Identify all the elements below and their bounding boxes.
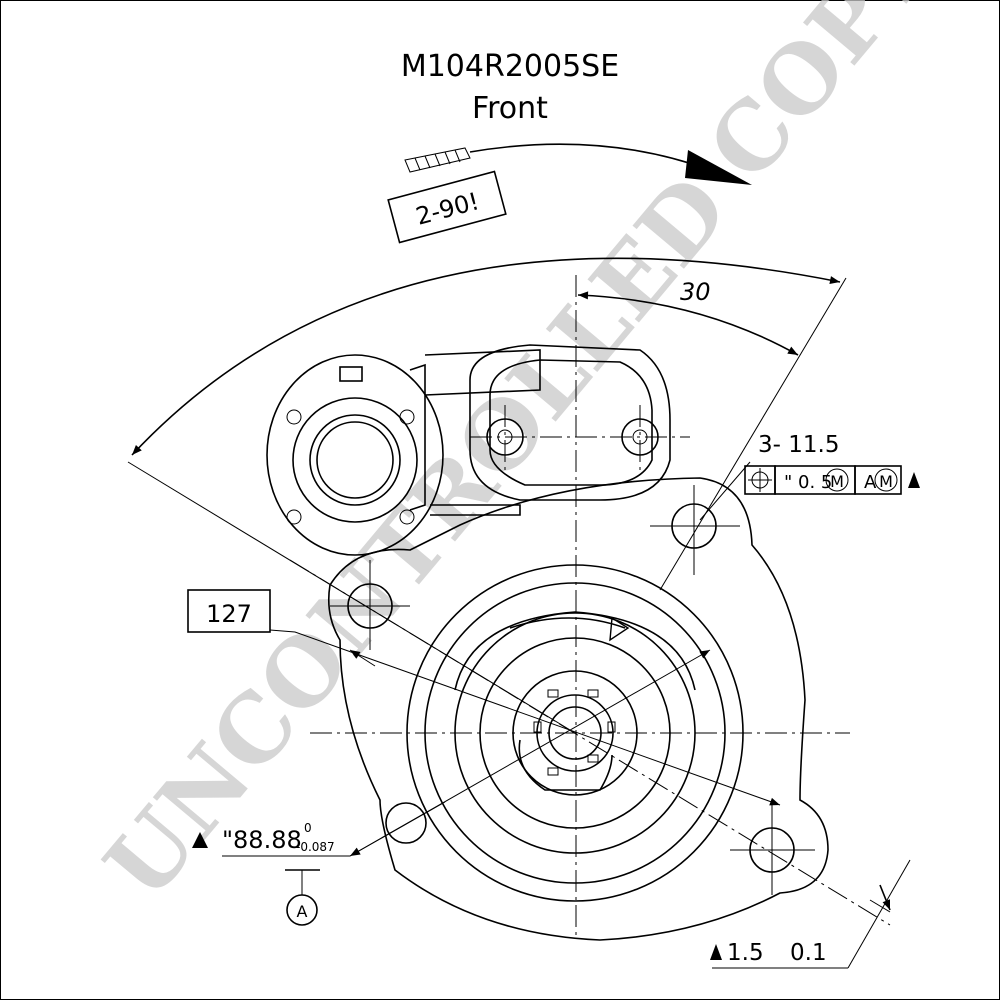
pilot-tol-upper: 0 xyxy=(304,821,312,835)
pilot-dia-text: "88.88 xyxy=(222,826,302,854)
angle-box-text: 2-90! xyxy=(413,187,482,231)
pilot-tol-lower: -0.087 xyxy=(296,840,335,854)
watermark: UNCONTROLLED COPY xyxy=(84,0,956,919)
solenoid xyxy=(266,344,690,556)
pcd-dimension: 127 xyxy=(187,589,781,806)
flatness-tol-text: 0.1 xyxy=(790,940,827,966)
pcd-text: 127 xyxy=(206,600,252,628)
tolerance-value: " 0. 5 xyxy=(784,472,832,493)
pilot-diameter: "88.88 0 -0.087 A xyxy=(192,649,711,926)
tolerance-modifier: M xyxy=(830,472,844,491)
drawing-title: M104R2005SE xyxy=(401,49,619,84)
projection-lines xyxy=(127,275,891,935)
tolerance-datum: A xyxy=(864,472,877,493)
holes-text: 3- 11.5 xyxy=(758,432,839,458)
view-label: Front xyxy=(472,91,548,126)
angle-30-text: 30 xyxy=(680,278,711,306)
flatness-callout: 1.5 0.1 xyxy=(710,859,911,969)
flatness-text: 1.5 xyxy=(727,940,764,966)
tolerance-datum-modifier: M xyxy=(879,472,893,491)
hole-callout: 3- 11.5 " 0. 5 M A M xyxy=(699,432,920,521)
datum-label: A xyxy=(297,902,308,921)
rotation-arrow xyxy=(404,143,752,185)
mounting-flange xyxy=(327,477,829,941)
body-rings xyxy=(406,564,744,902)
angle-dimension-30: 30 xyxy=(577,278,799,356)
